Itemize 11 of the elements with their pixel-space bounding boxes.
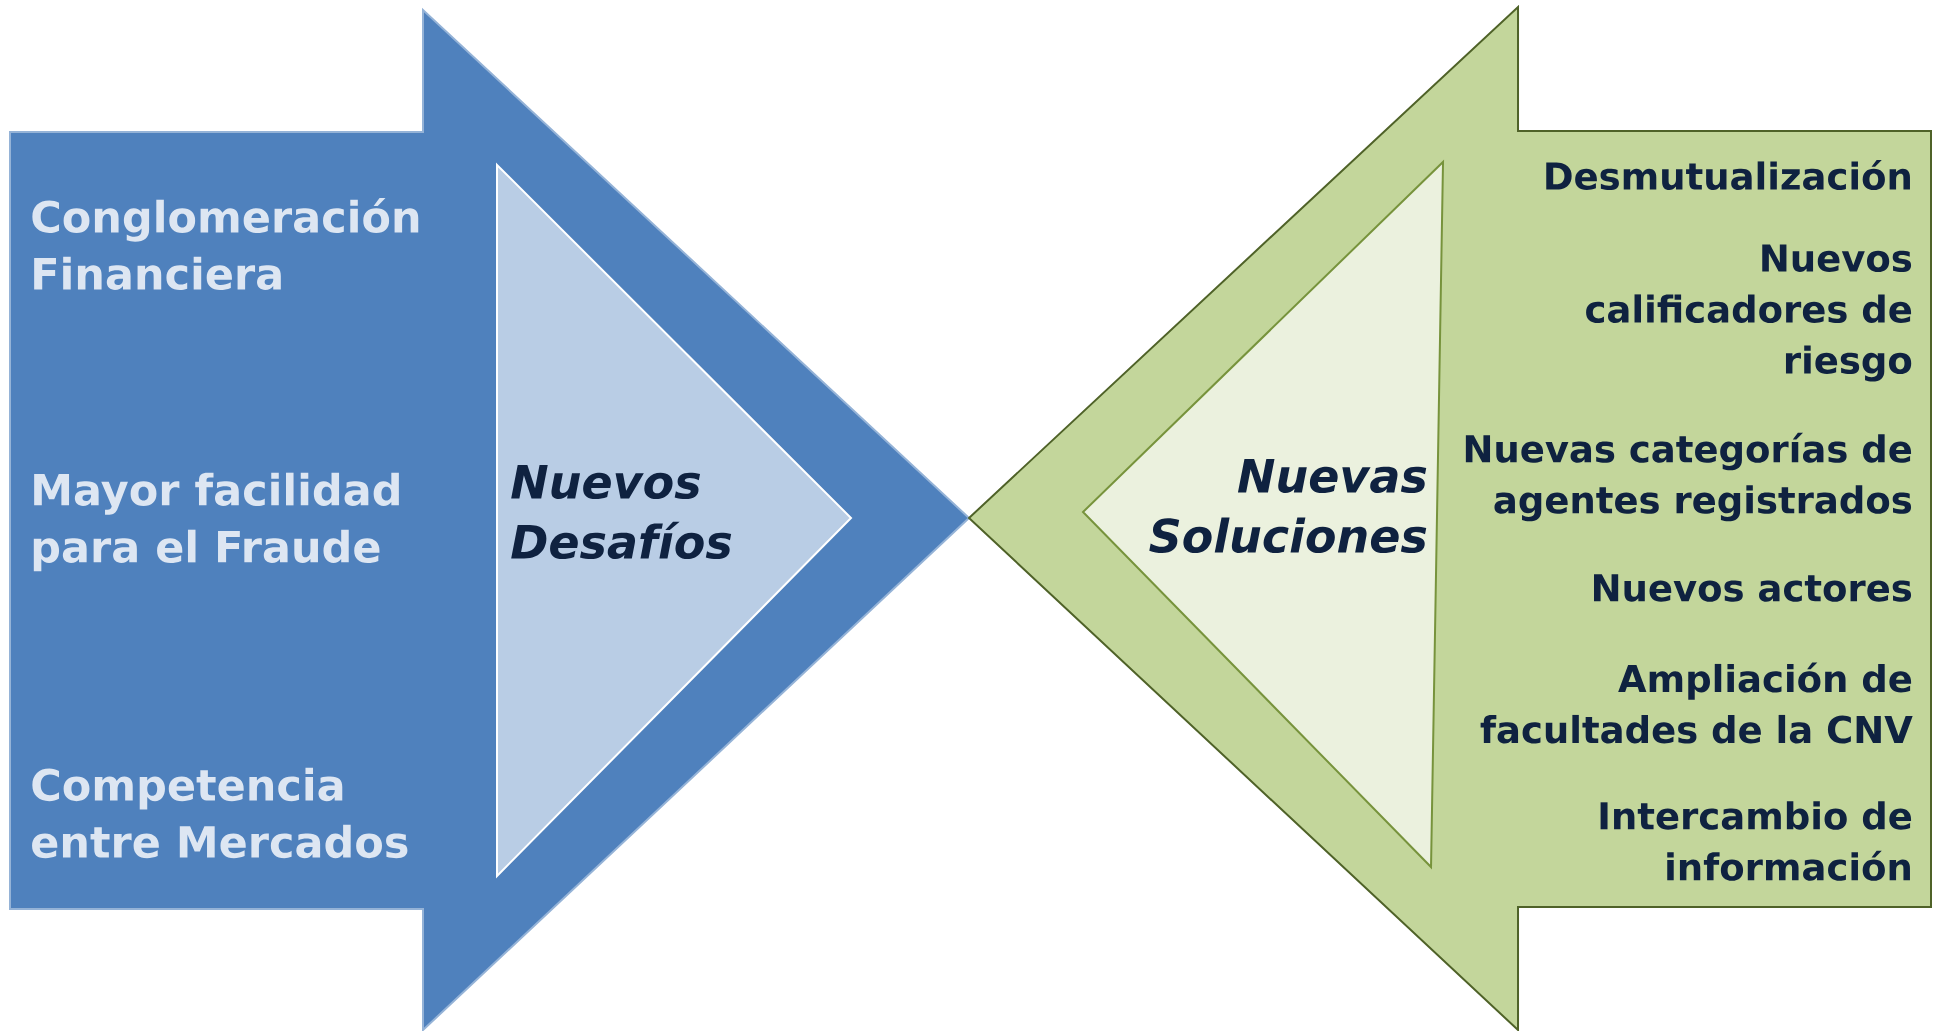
list-item: Competencia entre Mercados [32,767,408,859]
triangle-label: Nuevos Desafíos [511,464,732,560]
list-item: Intercambio de información [1600,801,1912,881]
list-item: Nuevas categorías de agentes registrados [1465,432,1912,522]
list-item: Nuevos calificadores de riesgo [1586,244,1912,382]
list-item: Ampliación de facultades de la CNV [1480,662,1913,744]
list-item: Nuevos actores [1594,574,1912,602]
list-item: Desmutualización [1546,159,1910,191]
list-item: Conglomeración Financiera [32,198,419,290]
list-item: Mayor facilidad para el Fraude [33,472,399,572]
triangle-label: Nuevas Soluciones [1149,458,1427,554]
